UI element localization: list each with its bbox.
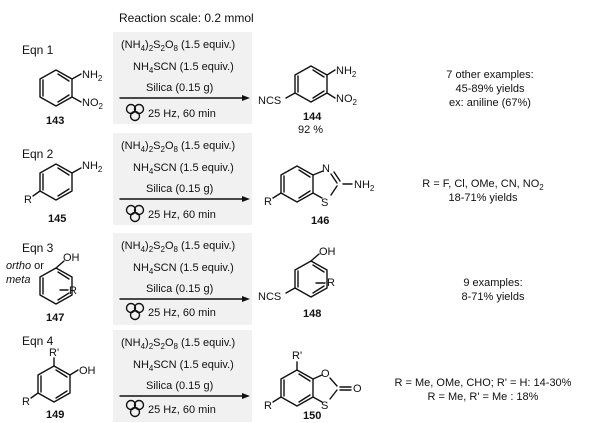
eqn-1-notes: 7 other examples: 45-89% yields ex: anil… xyxy=(446,69,533,109)
svg-text:R = Me, R' = Me : 18%: R = Me, R' = Me : 18% xyxy=(428,391,539,403)
svg-text:N: N xyxy=(322,163,330,175)
svg-text:R: R xyxy=(264,400,272,412)
svg-text:meta: meta xyxy=(6,274,30,286)
product-150: R' O S O R xyxy=(264,350,362,412)
svg-text:(NH4)2S2O8 (1.5 equiv.): (NH4)2S2O8 (1.5 equiv.) xyxy=(121,337,235,351)
svg-text:R = Me, OMe, CHO; R' = H: 14-3: R = Me, OMe, CHO; R' = H: 14-30% xyxy=(395,377,572,389)
eqn-1-label: Eqn 1 xyxy=(22,43,54,57)
svg-text:25 Hz, 60 min: 25 Hz, 60 min xyxy=(148,209,216,221)
compound-146-label: 146 xyxy=(311,215,329,227)
svg-text:O: O xyxy=(353,383,362,395)
starting-material-143: NH2 NO2 xyxy=(39,69,104,111)
starting-material-145: NH2 R xyxy=(24,160,103,206)
product-144: NH2 NO2 NCS xyxy=(258,65,358,107)
svg-text:R = F, Cl, OMe, CN, NO2: R = F, Cl, OMe, CN, NO2 xyxy=(422,178,544,192)
compound-149-label: 149 xyxy=(46,409,64,421)
svg-text:9 examples:: 9 examples: xyxy=(463,277,522,289)
svg-text:NH4SCN (1.5 equiv.): NH4SCN (1.5 equiv.) xyxy=(133,162,234,176)
svg-text:R: R xyxy=(264,196,272,208)
compound-148-label: 148 xyxy=(303,308,321,320)
svg-text:R': R' xyxy=(49,347,59,359)
svg-text:R': R' xyxy=(292,350,302,362)
svg-text:ortho or: ortho or xyxy=(6,260,44,272)
svg-text:OH: OH xyxy=(63,252,80,264)
conditions-box-4 xyxy=(113,330,252,422)
starting-material-149: R' OH R xyxy=(22,347,96,408)
compound-150-label: 150 xyxy=(303,410,321,422)
svg-text:NH4SCN (1.5 equiv.): NH4SCN (1.5 equiv.) xyxy=(133,61,234,75)
svg-text:Silica (0.15 g): Silica (0.15 g) xyxy=(146,283,213,295)
svg-text:NCS: NCS xyxy=(258,95,281,107)
eqn-4-label: Eqn 4 xyxy=(22,334,54,348)
eqn-2-notes: R = F, Cl, OMe, CN, NO2 18-71% yields xyxy=(422,178,544,204)
conditions-2: (NH4)2S2O8 (1.5 equiv.) NH4SCN (1.5 equi… xyxy=(119,140,250,223)
svg-text:NO2: NO2 xyxy=(82,97,104,111)
eqn-2-label: Eqn 2 xyxy=(22,147,54,161)
conditions-1: (NH4)2S2O8 (1.5 equiv.) NH4SCN (1.5 equi… xyxy=(119,39,250,122)
svg-text:NH4SCN (1.5 equiv.): NH4SCN (1.5 equiv.) xyxy=(133,262,234,276)
svg-text:8-71% yields: 8-71% yields xyxy=(462,291,525,303)
svg-text:NCS: NCS xyxy=(258,291,281,303)
conditions-4: (NH4)2S2O8 (1.5 equiv.) NH4SCN (1.5 equi… xyxy=(119,337,250,418)
svg-text:NH2: NH2 xyxy=(82,160,103,174)
svg-text:R: R xyxy=(69,285,77,297)
svg-text:NH2: NH2 xyxy=(336,65,357,79)
svg-text:R: R xyxy=(22,396,30,408)
svg-text:Silica (0.15 g): Silica (0.15 g) xyxy=(146,82,213,94)
svg-text:45-89% yields: 45-89% yields xyxy=(455,83,525,95)
compound-143-label: 143 xyxy=(46,115,64,127)
svg-text:(NH4)2S2O8 (1.5 equiv.): (NH4)2S2O8 (1.5 equiv.) xyxy=(121,240,235,254)
starting-material-147: ortho or meta OH R xyxy=(6,252,80,305)
eqn-4-notes: R = Me, OMe, CHO; R' = H: 14-30% R = Me,… xyxy=(395,377,572,403)
svg-text:OH: OH xyxy=(79,365,96,377)
compound-147-label: 147 xyxy=(46,312,64,324)
svg-text:NH4SCN (1.5 equiv.): NH4SCN (1.5 equiv.) xyxy=(133,359,234,373)
svg-text:(NH4)2S2O8 (1.5 equiv.): (NH4)2S2O8 (1.5 equiv.) xyxy=(121,39,235,53)
svg-text:18-71% yields: 18-71% yields xyxy=(448,192,518,204)
svg-text:NH2: NH2 xyxy=(82,69,103,83)
svg-text:S: S xyxy=(321,400,328,412)
eqn-3-notes: 9 examples: 8-71% yields xyxy=(462,277,525,303)
eqn-3-label: Eqn 3 xyxy=(22,241,54,255)
svg-text:Silica (0.15 g): Silica (0.15 g) xyxy=(146,183,213,195)
svg-text:(NH4)2S2O8 (1.5 equiv.): (NH4)2S2O8 (1.5 equiv.) xyxy=(121,140,235,154)
product-148: OH R NCS xyxy=(258,246,336,303)
svg-text:7 other examples:: 7 other examples: xyxy=(446,69,533,81)
eqn-1-yield: 92 % xyxy=(298,124,323,136)
svg-text:25 Hz, 60 min: 25 Hz, 60 min xyxy=(148,404,216,416)
product-146: N S NH2 R xyxy=(264,163,375,209)
svg-text:25 Hz, 60 min: 25 Hz, 60 min xyxy=(148,307,216,319)
svg-text:OH: OH xyxy=(319,246,336,258)
svg-text:O: O xyxy=(321,368,330,380)
conditions-3: (NH4)2S2O8 (1.5 equiv.) NH4SCN (1.5 equi… xyxy=(119,240,250,321)
svg-text:S: S xyxy=(321,197,328,209)
svg-text:R: R xyxy=(327,277,335,289)
compound-145-label: 145 xyxy=(48,213,66,225)
reaction-scale: Reaction scale: 0.2 mmol xyxy=(119,11,254,25)
svg-text:R: R xyxy=(24,194,32,206)
svg-text:25 Hz, 60 min: 25 Hz, 60 min xyxy=(148,108,216,120)
compound-144-label: 144 xyxy=(303,111,322,123)
svg-text:Silica (0.15 g): Silica (0.15 g) xyxy=(146,380,213,392)
conditions-box-3 xyxy=(113,233,252,325)
svg-text:ex: aniline (67%): ex: aniline (67%) xyxy=(449,97,531,109)
svg-text:NH2: NH2 xyxy=(354,179,375,193)
svg-text:NO2: NO2 xyxy=(336,93,358,107)
